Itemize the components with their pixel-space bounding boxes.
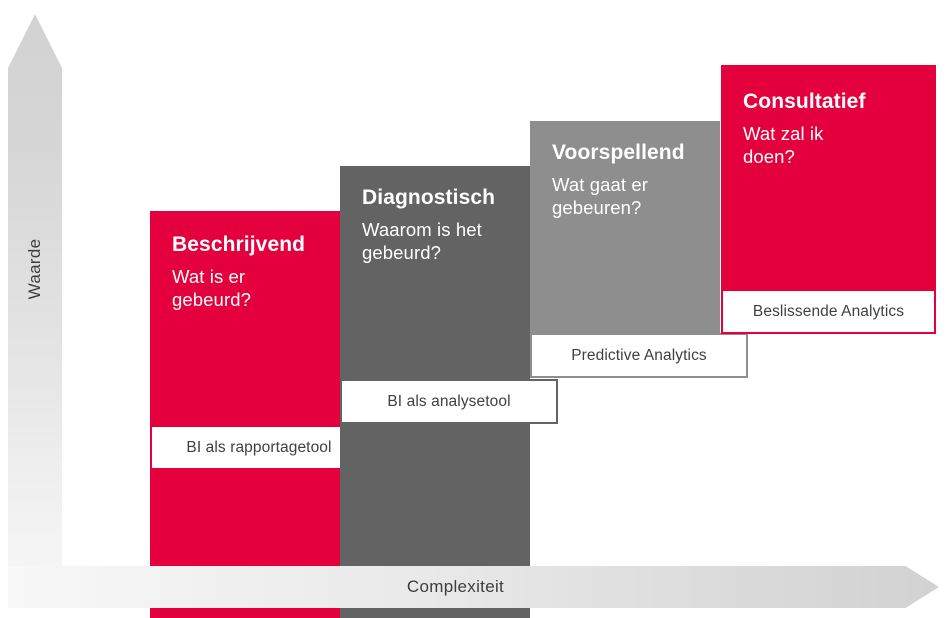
complexity-axis-arrow-icon bbox=[8, 566, 939, 608]
complexity-axis: Complexiteit bbox=[8, 566, 939, 608]
value-axis: Waarde bbox=[8, 14, 62, 594]
caption-bi-rapportagetool[interactable]: BI als rapportagetool bbox=[150, 425, 368, 470]
step-title: Consultatief bbox=[743, 90, 866, 113]
caption-label: Predictive Analytics bbox=[571, 346, 707, 364]
step-question: Wat is er gebeurd? bbox=[172, 266, 251, 311]
step-question: Waarom is het gebeurd? bbox=[362, 219, 482, 264]
step-title: Beschrijvend bbox=[172, 233, 306, 256]
caption-predictive-analytics[interactable]: Predictive Analytics bbox=[530, 333, 748, 378]
caption-label: BI als rapportagetool bbox=[186, 438, 332, 456]
step-title: Diagnostisch bbox=[362, 186, 496, 209]
caption-label: Beslissende Analytics bbox=[752, 302, 905, 320]
caption-label: BI als analysetool bbox=[387, 392, 511, 410]
step-question: Wat zal ik doen? bbox=[743, 123, 824, 168]
value-axis-arrow-icon bbox=[8, 14, 62, 594]
step-consultatief[interactable]: Consultatief Wat zal ik doen? bbox=[721, 65, 936, 289]
complexity-axis-label: Complexiteit bbox=[406, 577, 505, 596]
caption-beslissende-analytics[interactable]: Beslissende Analytics bbox=[721, 289, 936, 334]
step-voorspellend[interactable]: Voorspellend Wat gaat er gebeuren? bbox=[530, 121, 720, 333]
value-axis-label: Waarde bbox=[25, 238, 44, 300]
step-question: Wat gaat er gebeuren? bbox=[552, 174, 649, 219]
step-title: Voorspellend bbox=[552, 141, 685, 164]
caption-bi-analysetool[interactable]: BI als analysetool bbox=[340, 379, 558, 424]
step-beschrijvend[interactable]: Beschrijvend Wat is er gebeurd? bbox=[150, 211, 340, 618]
